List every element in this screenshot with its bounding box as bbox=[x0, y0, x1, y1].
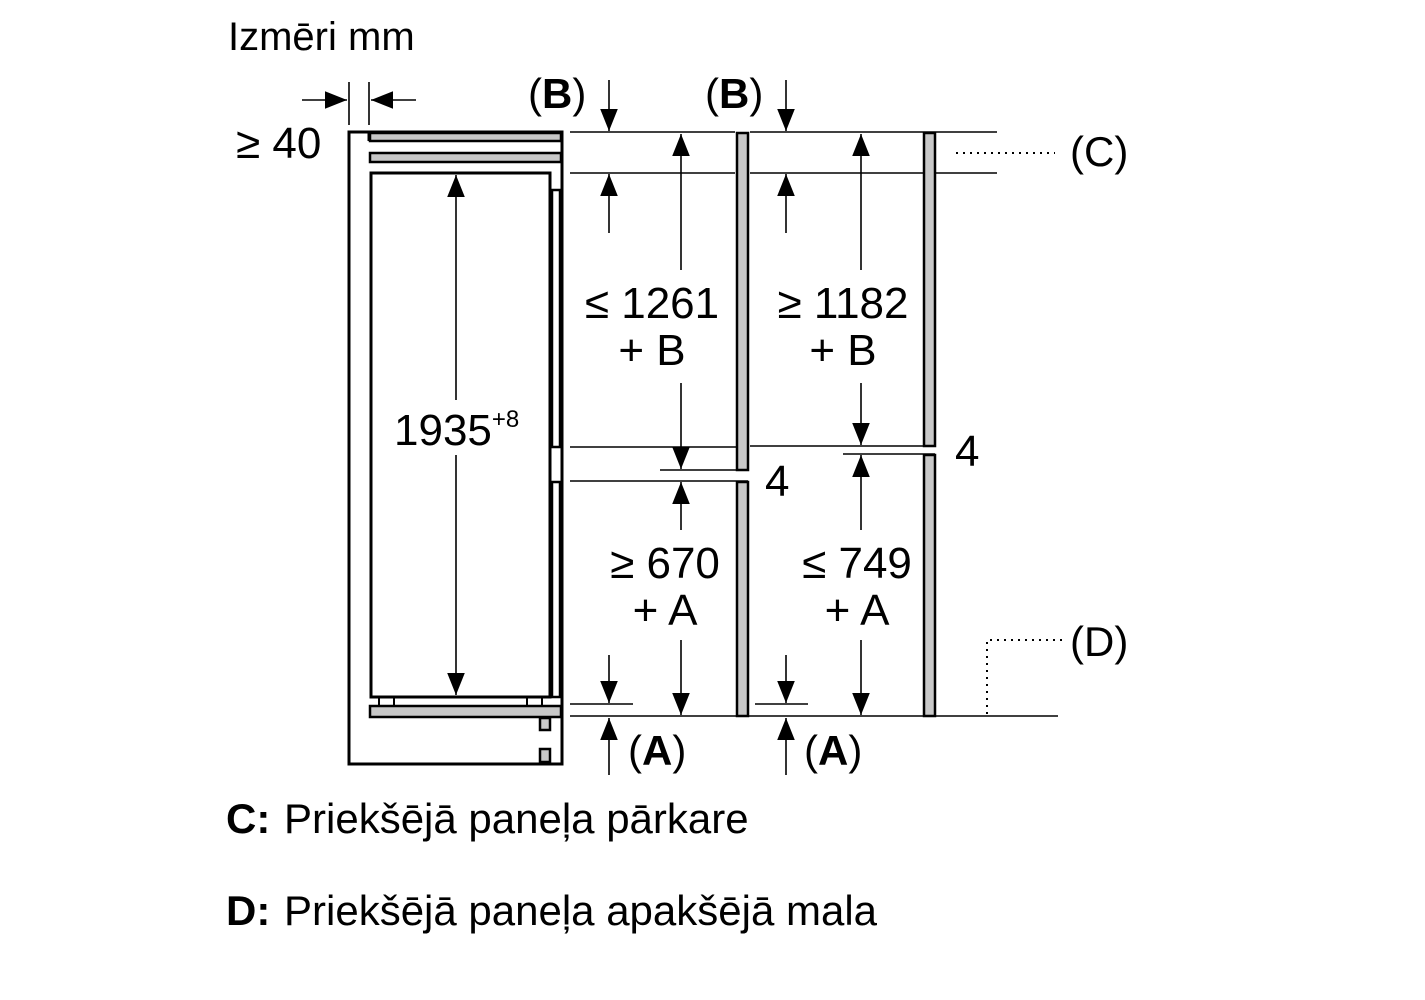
lower-left-dim-suffix: + A bbox=[633, 586, 698, 635]
marker-a-right: (A) bbox=[804, 727, 862, 774]
height-main-label: 1935+8 bbox=[394, 406, 519, 455]
side-gap-dimension: ≥ 40 bbox=[236, 82, 416, 168]
lower-right-dim-suffix: + A bbox=[825, 586, 890, 635]
legend-text-c: Priekšējā paneļa pārkare bbox=[284, 795, 749, 842]
gap-left-label: 4 bbox=[765, 457, 789, 506]
upper-door-strip bbox=[550, 188, 562, 449]
lower-left-dim: ≥ 670 bbox=[610, 539, 720, 588]
left-panel-section: (B) ≤ 1261 + B 4 ≥ 670 + A (A) bbox=[528, 70, 789, 775]
side-gap-label: ≥ 40 bbox=[236, 119, 321, 168]
marker-c: (C) bbox=[1070, 128, 1128, 175]
lower-door-strip bbox=[550, 480, 562, 699]
marker-b-left: (B) bbox=[528, 70, 586, 117]
d-callout-line bbox=[986, 639, 1062, 714]
legend-key-d: D: bbox=[226, 887, 270, 934]
marker-b-right: (B) bbox=[705, 70, 763, 117]
marker-a-left: (A) bbox=[628, 727, 686, 774]
legend: C: Priekšējā paneļa pārkare D: Priekšējā… bbox=[226, 795, 878, 934]
marker-d: (D) bbox=[1070, 618, 1128, 665]
appliance-body bbox=[369, 171, 552, 699]
upper-right-dim: ≥ 1182 bbox=[778, 279, 909, 328]
upper-left-dim: ≤ 1261 bbox=[585, 279, 719, 328]
gap-right-label: 4 bbox=[955, 427, 979, 476]
lower-right-dim: ≤ 749 bbox=[802, 539, 912, 588]
diagram-title: Izmēri mm bbox=[228, 15, 415, 59]
legend-text-d: Priekšējā paneļa apakšējā mala bbox=[284, 887, 878, 934]
cabinet-drawing: 1935+8 bbox=[347, 130, 564, 766]
upper-right-dim-suffix: + B bbox=[809, 326, 876, 375]
right-panel-section: (B) ≥ 1182 + B 4 ≤ 749 + A (A) bbox=[705, 70, 997, 775]
legend-key-c: C: bbox=[226, 795, 270, 842]
upper-left-dim-suffix: + B bbox=[618, 326, 685, 375]
